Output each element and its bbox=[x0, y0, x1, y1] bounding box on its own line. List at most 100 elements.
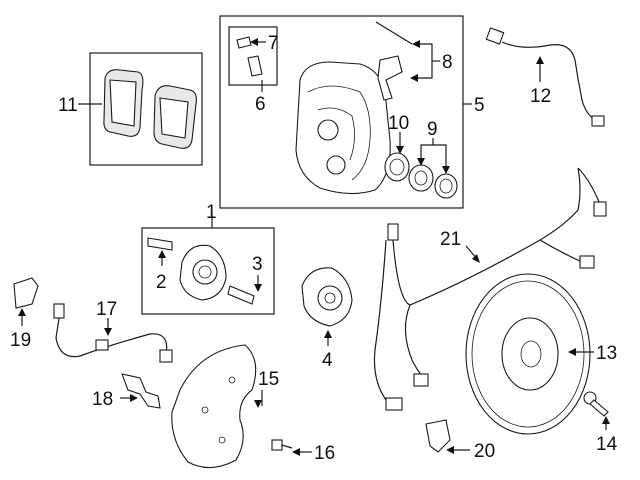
caliper-box bbox=[219, 15, 464, 209]
shield-hole-3 bbox=[228, 376, 236, 384]
arrow-9b bbox=[442, 166, 450, 174]
shield-bolt-head bbox=[271, 439, 283, 451]
rotor-ring bbox=[471, 280, 585, 428]
callout-14: 14 bbox=[596, 434, 618, 455]
piston-a bbox=[408, 164, 434, 192]
arrow-19 bbox=[18, 308, 26, 316]
piston-seal bbox=[384, 152, 410, 182]
rotor-screw-group: 14 bbox=[583, 391, 618, 455]
callout-3: 3 bbox=[252, 254, 263, 275]
callout-17: 17 bbox=[96, 299, 117, 320]
arrow-12 bbox=[536, 56, 544, 64]
hub-bolt-2 bbox=[147, 237, 173, 251]
guide-pin bbox=[375, 21, 413, 45]
callout-1: 1 bbox=[206, 202, 217, 223]
splash-shield bbox=[171, 344, 257, 469]
clip-group: 19 bbox=[10, 277, 39, 351]
callout-2: 2 bbox=[156, 272, 167, 293]
callout-21: 21 bbox=[440, 229, 461, 250]
callout-10: 10 bbox=[388, 113, 409, 134]
harness-wire-down bbox=[373, 239, 387, 401]
caliper-body bbox=[295, 61, 391, 195]
hub-flange-bore bbox=[324, 292, 336, 304]
speed-sensor-group: 20 bbox=[425, 419, 495, 462]
rotor-hat bbox=[501, 317, 559, 391]
caliper-piston-bore bbox=[317, 119, 339, 141]
shield-hole-2 bbox=[218, 436, 226, 444]
piston-b bbox=[434, 173, 458, 199]
rotor-center bbox=[520, 340, 542, 368]
arrow-2 bbox=[158, 250, 166, 258]
harness-plug-c bbox=[579, 255, 595, 269]
arrow-7 bbox=[250, 38, 258, 46]
arrow-3 bbox=[254, 284, 262, 292]
speed-sensor bbox=[425, 419, 451, 453]
arrow-17 bbox=[104, 328, 112, 336]
harness-plug-a bbox=[413, 373, 429, 387]
brake-pad-right-friction bbox=[159, 97, 189, 139]
rotor-screw-shank bbox=[589, 399, 609, 417]
hub-flange-group: 4 bbox=[301, 267, 353, 371]
hub-group: 1 2 3 bbox=[141, 202, 275, 315]
hose-bracket bbox=[121, 373, 161, 409]
shield-bolt-shank bbox=[281, 444, 293, 449]
hub-bolt-3 bbox=[227, 285, 255, 305]
anti-rattle-spring bbox=[377, 55, 403, 101]
harness-wire-branch bbox=[404, 304, 425, 379]
arrow-8b bbox=[410, 74, 418, 82]
callout-12: 12 bbox=[530, 86, 551, 107]
bleeder-box bbox=[228, 26, 278, 86]
callout-9: 9 bbox=[427, 119, 438, 140]
hose-fitting-top bbox=[53, 303, 65, 319]
sensor-connector bbox=[485, 27, 505, 45]
abs-harness-group: 21 bbox=[373, 167, 607, 411]
rotor-group: 13 bbox=[465, 273, 617, 435]
callout-18: 18 bbox=[92, 389, 113, 410]
callout-8: 8 bbox=[442, 52, 453, 73]
callout-7: 7 bbox=[268, 33, 279, 54]
callout-20: 20 bbox=[474, 441, 495, 462]
arrow-15 bbox=[254, 400, 262, 408]
callout-16: 16 bbox=[314, 443, 335, 464]
harness-wire-top bbox=[577, 167, 601, 205]
arrow-20 bbox=[446, 446, 454, 454]
caliper-piston-bore-2 bbox=[326, 155, 346, 175]
harness-wire-main bbox=[392, 167, 581, 306]
brake-pad-left-friction bbox=[109, 79, 137, 127]
hose-fitting-end bbox=[159, 349, 173, 363]
callout-4: 4 bbox=[322, 350, 333, 371]
hub-bearing-center bbox=[192, 259, 218, 285]
hose-fitting-mid bbox=[95, 339, 109, 351]
harness-plug-b bbox=[385, 397, 403, 411]
shield-bolt-group: 16 bbox=[271, 439, 335, 464]
caliper-contour-1 bbox=[307, 85, 371, 181]
hub-flange-center bbox=[317, 285, 343, 311]
arrow-4 bbox=[324, 330, 332, 338]
bleeder-screw bbox=[247, 55, 263, 77]
arrow-16 bbox=[292, 448, 300, 456]
brake-pads-box bbox=[89, 52, 203, 166]
callout-5: 5 bbox=[474, 95, 485, 116]
sensor-wire bbox=[501, 41, 597, 121]
hose-bracket-group: 18 bbox=[92, 373, 161, 410]
hub-bearing-bore bbox=[198, 265, 212, 279]
arrow-10 bbox=[396, 146, 404, 154]
arrow-14 bbox=[602, 416, 610, 424]
callout-15: 15 bbox=[258, 369, 279, 390]
caliper-contour-2 bbox=[317, 107, 355, 161]
caliper-group: 7 6 8 10 9 5 bbox=[219, 15, 485, 209]
piston-b-inner bbox=[439, 178, 453, 194]
callout-6: 6 bbox=[255, 94, 266, 115]
piston-seal-inner bbox=[389, 158, 405, 176]
brake-pads-group: 11 bbox=[58, 52, 203, 166]
hub-box bbox=[141, 227, 275, 315]
arrow-13 bbox=[568, 348, 576, 356]
hose-clip bbox=[13, 277, 39, 309]
wear-sensor-group: 12 bbox=[485, 27, 605, 127]
callout-19: 19 bbox=[10, 330, 31, 351]
callout-11: 11 bbox=[58, 95, 78, 116]
arrow-8a bbox=[412, 40, 420, 48]
brake-hose-group: 17 bbox=[53, 299, 173, 363]
shield-hole-1 bbox=[201, 406, 209, 414]
